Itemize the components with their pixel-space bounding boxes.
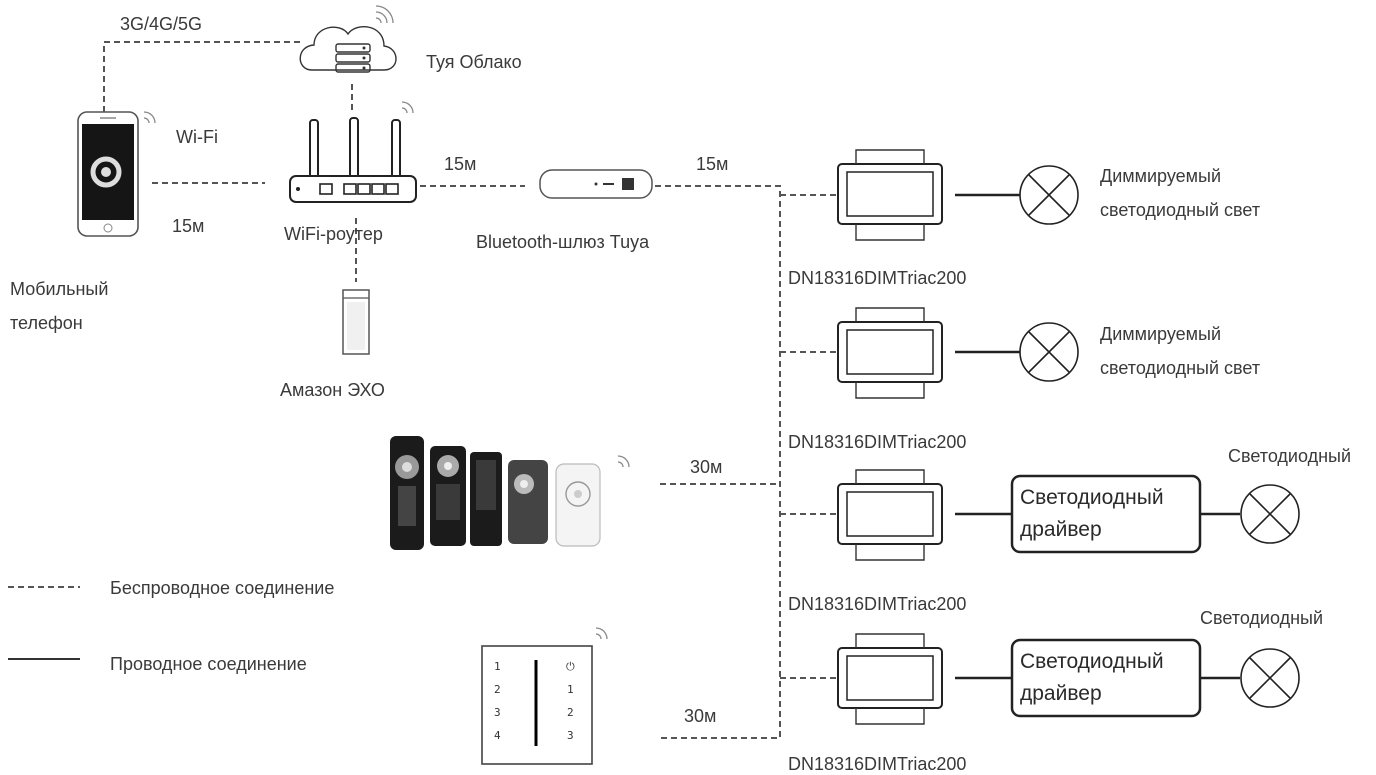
cloud-icon — [299, 5, 397, 73]
network-label: 3G/4G/5G — [120, 14, 202, 34]
controller-1-model: DN18316DIMTriac200 — [788, 268, 966, 288]
panel-left-key-4: 4 — [494, 729, 501, 742]
phone-label-line1: Мобильный — [10, 279, 108, 299]
controller-4 — [837, 633, 943, 725]
controller-2-model: DN18316DIMTriac200 — [788, 432, 966, 452]
load-2-line1: Диммируемый — [1100, 324, 1221, 344]
wifi-label: Wi-Fi — [176, 127, 218, 147]
load-1-line1: Диммируемый — [1100, 166, 1221, 186]
lamp-icon-4 — [1240, 648, 1300, 708]
load-2-line2: светодиодный свет — [1100, 358, 1260, 378]
driver-1-line2: драйвер — [1020, 518, 1102, 541]
phone-label-line2: телефон — [10, 313, 83, 333]
driver-box-1 — [1010, 474, 1202, 554]
cloud-label: Туя Облако — [426, 52, 522, 72]
gateway-bus-link — [655, 185, 781, 739]
panel-left-key-1: 1 — [494, 660, 501, 673]
panel-left-key-3: 3 — [494, 706, 501, 719]
legend-wired-label: Проводное соединение — [110, 654, 307, 674]
echo-label: Амазон ЭХО — [280, 380, 385, 400]
panel-right-key-2: 2 — [567, 706, 574, 719]
driver-2-line1: Светодиодный — [1020, 650, 1164, 673]
mobile-phone-icon — [77, 111, 156, 237]
driver-1-line1: Светодиодный — [1020, 486, 1164, 509]
load-1-line2: светодиодный свет — [1100, 200, 1260, 220]
panel-right-key-1: 1 — [567, 683, 574, 696]
phone-distance-label: 15м — [172, 216, 204, 236]
panel-right-key-3: 3 — [567, 729, 574, 742]
lamp-icon-1 — [1019, 165, 1079, 225]
wired-links — [955, 193, 1240, 680]
driver-2-line2: драйвер — [1020, 682, 1102, 705]
lamp-4-label: Светодиодный — [1200, 608, 1323, 628]
controller-3 — [837, 469, 943, 561]
controller-4-model: DN18316DIMTriac200 — [788, 754, 966, 774]
controller-3-model: DN18316DIMTriac200 — [788, 594, 966, 614]
panel-left-key-2: 2 — [494, 683, 501, 696]
controller-2 — [837, 307, 943, 399]
driver-box-2 — [1010, 638, 1202, 718]
lamp-icon-3 — [1240, 484, 1300, 544]
remote-controls-icon — [390, 436, 630, 550]
lamp-icon-2 — [1019, 322, 1079, 382]
router-label: WiFi-роутер — [284, 224, 383, 244]
router-gateway-distance-label: 15м — [444, 154, 476, 174]
controller-1 — [837, 149, 943, 241]
panel-distance-label: 30м — [684, 706, 716, 726]
wifi-router-icon — [289, 101, 417, 203]
wall-panel-remote — [481, 627, 608, 765]
remotes-distance-label: 30м — [690, 457, 722, 477]
lamp-3-label: Светодиодный — [1228, 446, 1351, 466]
wireless-links — [103, 41, 836, 739]
bluetooth-gateway-icon — [539, 169, 653, 199]
gateway-bus-distance-label: 15м — [696, 154, 728, 174]
panel-right-key-power: ⏻ — [566, 660, 575, 673]
legend-wireless-label: Беспроводное соединение — [110, 578, 334, 598]
gateway-label: Bluetooth-шлюз Tuya — [476, 232, 650, 252]
amazon-echo-icon — [342, 289, 370, 355]
phone-cloud-link — [103, 41, 300, 112]
